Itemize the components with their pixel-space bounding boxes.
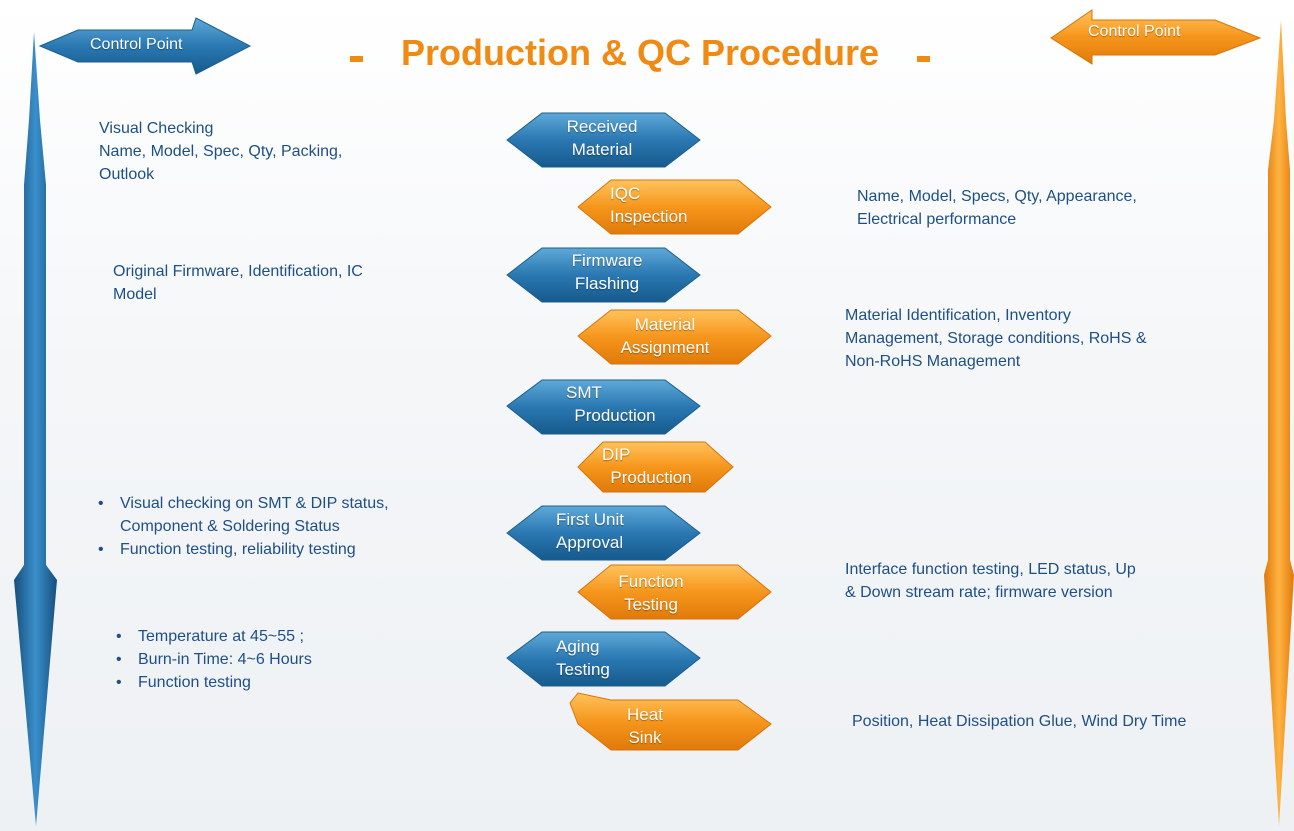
note-firmware-flashing: Original Firmware, Identification, IC Mo… — [113, 260, 363, 306]
step-label-line2: Production — [610, 468, 692, 487]
step-label-line1: Firmware — [571, 251, 643, 270]
step-label-line2: Assignment — [620, 338, 710, 357]
note-line: Interface function testing, LED status, … — [845, 561, 1136, 578]
bullet-text: Component & Soldering Status — [120, 518, 340, 535]
step-label-line2: Testing — [556, 660, 610, 679]
note-heat-sink: Position, Heat Dissipation Glue, Wind Dr… — [852, 710, 1186, 733]
step-label-line1: Heat — [627, 705, 663, 724]
note-received-material: Visual Checking Name, Model, Spec, Qty, … — [99, 117, 342, 186]
step-label-line2: Approval — [556, 533, 624, 552]
step-arrow-function-testing — [577, 564, 772, 620]
step-label-line2: Sink — [628, 728, 662, 747]
note-line: Model — [113, 286, 157, 303]
bullet-item: Function testing, reliability testing — [98, 538, 389, 561]
note-aging-testing: Temperature at 45~55 ; Burn-in Time: 4~6… — [116, 625, 312, 694]
control-point-right-label: Control Point — [1088, 23, 1181, 40]
note-line: Non-RoHS Management — [845, 353, 1021, 370]
step-received-material: Received Material — [540, 115, 664, 161]
step-label-line1: Material — [634, 315, 696, 334]
step-arrow-iqc-inspection — [577, 179, 772, 235]
step-label-line2: Material — [571, 140, 633, 159]
step-arrow-smt-production — [506, 379, 701, 435]
control-point-left-label: Control Point — [90, 36, 183, 53]
note-first-unit-approval: Visual checking on SMT & DIP status, Comp… — [98, 492, 389, 561]
step-dip-production: DIP Production — [596, 443, 706, 489]
note-line: Outlook — [99, 166, 155, 183]
page-title: Production & QC Procedure — [400, 32, 880, 73]
step-firmware-flashing: Firmware Flashing — [545, 249, 669, 295]
title-dash-left — [349, 56, 363, 62]
step-label-line2: Production — [574, 406, 656, 425]
step-arrow-aging-testing — [506, 631, 701, 687]
step-arrow-firmware-flashing — [506, 247, 701, 303]
title-dash-right — [917, 56, 931, 62]
step-label-line2: Inspection — [610, 207, 688, 226]
note-iqc-inspection: Name, Model, Specs, Qty, Appearance, Ele… — [857, 185, 1137, 231]
step-label-line1: IQC — [610, 184, 641, 203]
control-point-left-arrow-icon — [38, 17, 252, 75]
bullet-item: Burn-in Time: 4~6 Hours — [116, 648, 312, 671]
note-function-testing: Interface function testing, LED status, … — [845, 558, 1136, 604]
left-side-down-arrow-icon — [14, 32, 57, 826]
step-function-testing: Function Testing — [596, 570, 706, 616]
page-title-row: Production & QC Procedure — [300, 28, 980, 78]
step-label-line1: Aging — [556, 637, 600, 656]
step-material-assignment: Material Assignment — [610, 313, 720, 359]
right-side-down-arrow-icon — [1264, 20, 1294, 826]
bullet-text: Function testing, reliability testing — [120, 541, 356, 558]
bullet-text: Visual checking on SMT & DIP status, — [120, 495, 389, 512]
step-arrow-received-material — [506, 112, 701, 168]
note-line: Position, Heat Dissipation Glue, Wind Dr… — [852, 713, 1187, 730]
note-material-assignment: Material Identification, Inventory Manag… — [845, 304, 1147, 373]
step-arrow-dip-production — [577, 441, 734, 493]
bullet-item: Function testing — [116, 671, 312, 694]
step-label-line2: Flashing — [574, 274, 640, 293]
bullet-text: Burn-in Time: 4~6 Hours — [138, 651, 312, 668]
step-heat-sink: Heat Sink — [590, 703, 700, 749]
step-label-line1: First Unit — [556, 510, 624, 529]
step-iqc-inspection: IQC Inspection — [600, 182, 710, 228]
note-line: Original Firmware, Identification, IC — [113, 263, 363, 280]
note-line: Electrical performance — [857, 211, 1017, 228]
step-aging-testing: Aging Testing — [556, 635, 666, 681]
step-label-line1: DIP — [602, 445, 631, 464]
note-line: Material Identification, Inventory — [845, 307, 1071, 324]
note-line: Name, Model, Specs, Qty, Appearance, — [857, 188, 1137, 205]
step-label-line1: SMT — [566, 383, 602, 402]
bullet-text: Temperature at 45~55 ; — [138, 628, 304, 645]
note-line: Visual Checking — [99, 120, 214, 137]
note-line: & Down stream rate; firmware version — [845, 584, 1113, 601]
step-arrow-material-assignment — [577, 309, 772, 365]
step-arrow-heat-sink — [569, 692, 772, 751]
step-first-unit-approval: First Unit Approval — [556, 508, 680, 554]
step-smt-production: SMT Production — [560, 381, 670, 427]
bullet-item: Visual checking on SMT & DIP status, Comp… — [98, 492, 389, 538]
step-label-line1: Function — [618, 572, 684, 591]
note-line: Name, Model, Spec, Qty, Packing, — [99, 143, 343, 160]
bullet-text: Function testing — [138, 674, 251, 691]
control-point-right-arrow-icon — [1050, 9, 1262, 65]
step-label-line1: Received — [566, 117, 638, 136]
note-line: Management, Storage conditions, RoHS & — [845, 330, 1147, 347]
step-arrow-first-unit-approval — [506, 505, 701, 561]
step-label-line2: Testing — [624, 595, 678, 614]
bullet-item: Temperature at 45~55 ; — [116, 625, 312, 648]
